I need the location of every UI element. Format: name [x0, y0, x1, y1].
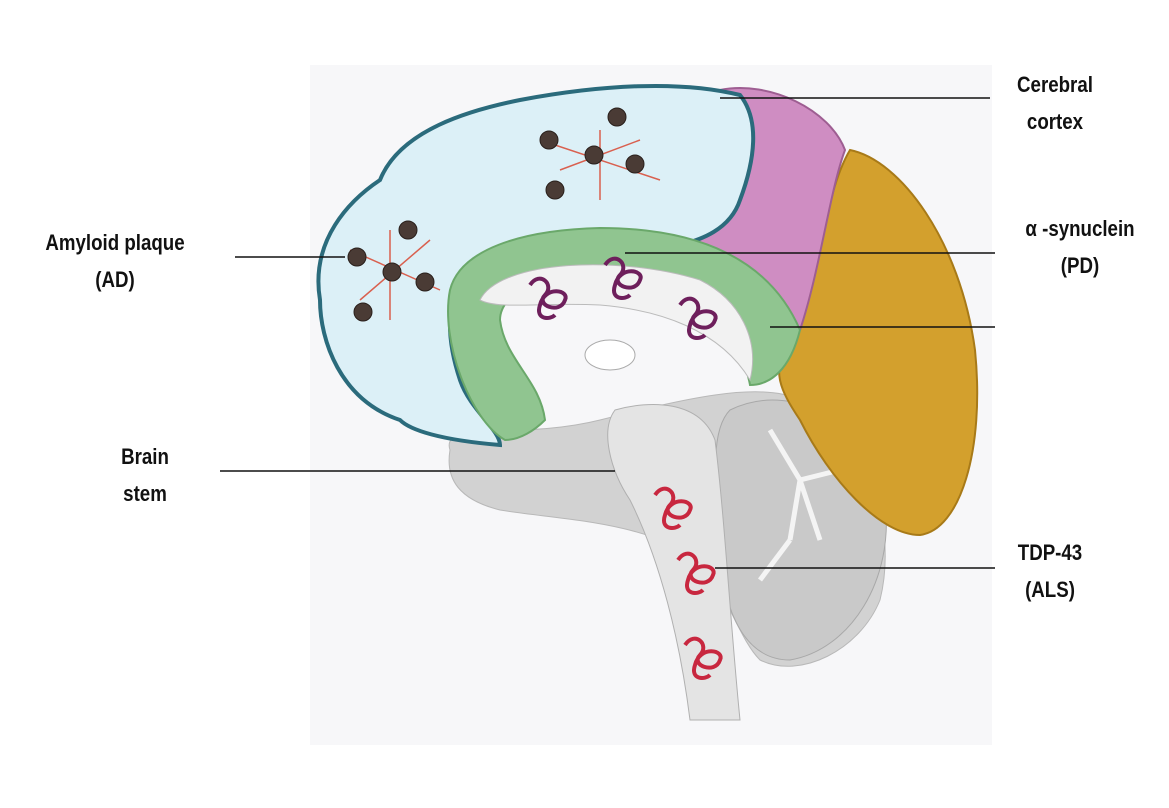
label-line: stem — [123, 481, 167, 506]
label-cerebral-cortex: Cerebral cortex — [996, 66, 1115, 140]
label-tdp43: TDP-43 (ALS) — [999, 534, 1101, 608]
tdp43-aggregates — [653, 486, 723, 680]
label-line: cortex — [1026, 109, 1084, 134]
arbor-vitae — [758, 428, 841, 582]
label-line: Cerebral — [1017, 72, 1093, 97]
amyloid-plaques — [347, 107, 661, 322]
label-line: Amyloid plaque — [45, 230, 185, 255]
synuclein-aggregates — [528, 256, 718, 340]
label-line: TDP-43 — [1017, 540, 1083, 565]
label-line: (AD) — [95, 267, 135, 292]
label-brain-stem: Brain stem — [90, 438, 201, 512]
label-line: Brain — [121, 444, 169, 469]
label-line: (ALS) — [1025, 577, 1075, 602]
label-line: α -synuclein — [1025, 216, 1135, 241]
label-line: (PD) — [1060, 253, 1100, 278]
thalamus — [584, 339, 636, 371]
brainstem-shape — [607, 403, 741, 721]
leader-lines — [220, 97, 995, 569]
label-amyloid: Amyloid plaque (AD) — [22, 224, 209, 298]
label-synuclein: α -synuclein (PD) — [1008, 210, 1153, 284]
